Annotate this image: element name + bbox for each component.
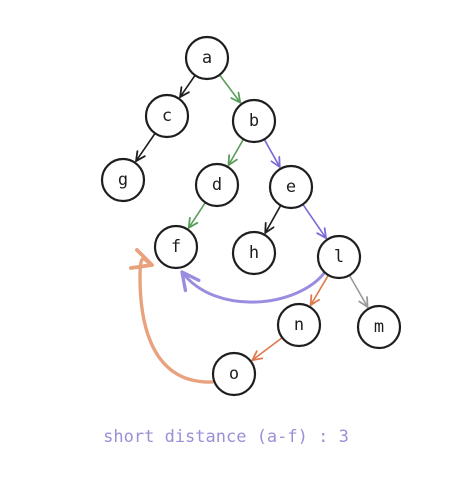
edge-e-l [302, 204, 327, 239]
node-c-label: c [162, 106, 172, 126]
edges-layer [129, 74, 369, 384]
edge-c-g [135, 133, 156, 162]
node-o-circle [211, 351, 257, 397]
node-f: f [153, 224, 199, 270]
edge-l-f [180, 270, 327, 304]
edge-e-h [264, 205, 282, 234]
node-c-circle [144, 93, 190, 139]
node-a: a [184, 35, 230, 81]
edge-a-b [219, 74, 242, 104]
node-d-circle [194, 162, 240, 208]
node-f-label: f [171, 237, 181, 257]
edge-n-o [251, 337, 283, 362]
node-e-label: e [286, 177, 296, 197]
node-d-label: d [212, 175, 222, 195]
edge-d-f [187, 202, 206, 229]
node-g-label: g [118, 170, 128, 190]
node-m-label: m [374, 317, 384, 337]
node-h: h [231, 230, 277, 276]
node-a-label: a [202, 48, 212, 68]
node-n: n [276, 302, 322, 348]
edge-l-n [309, 275, 329, 307]
node-l: l [316, 234, 362, 280]
edge-b-e [263, 139, 281, 168]
node-m: m [356, 304, 402, 350]
node-d: d [194, 162, 240, 208]
caption-text: short distance (a-f) : 3 [103, 427, 349, 447]
node-c: c [144, 93, 190, 139]
node-e: e [268, 164, 314, 210]
node-m-circle [356, 304, 402, 350]
node-b-label: b [249, 111, 259, 131]
edge-a-c [179, 75, 196, 98]
node-n-label: n [294, 315, 304, 335]
nodes-layer: a b c g d e f h l n m o [100, 35, 402, 397]
node-b-circle [231, 98, 277, 144]
node-a-circle [184, 35, 230, 81]
node-e-circle [268, 164, 314, 210]
node-l-circle [316, 234, 362, 280]
node-o-label: o [229, 364, 239, 384]
node-n-circle [276, 302, 322, 348]
node-h-label: h [249, 243, 259, 263]
edge-l-m [349, 275, 369, 308]
node-g: g [100, 157, 146, 203]
node-g-circle [100, 157, 146, 203]
edge-b-d [227, 139, 244, 166]
node-o: o [211, 351, 257, 397]
edge-o-f [129, 248, 214, 384]
node-h-circle [231, 230, 277, 276]
node-b: b [231, 98, 277, 144]
node-f-circle [153, 224, 199, 270]
node-l-label: l [334, 247, 344, 267]
